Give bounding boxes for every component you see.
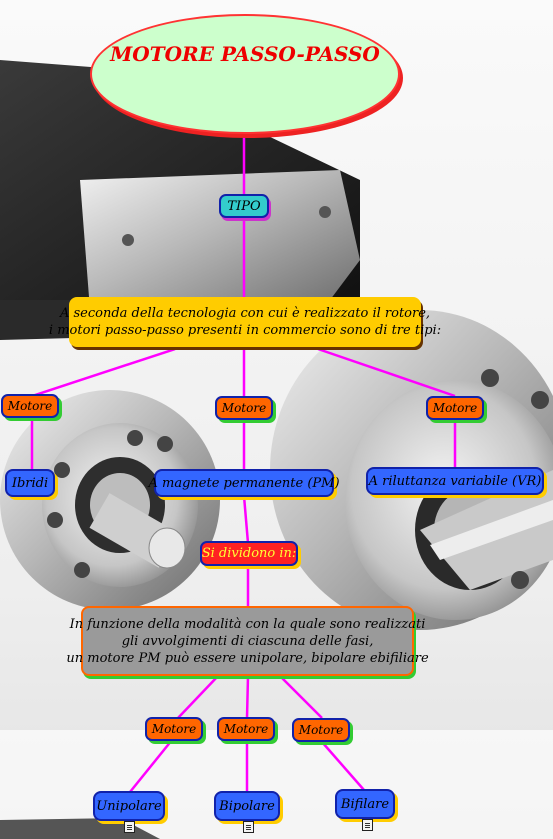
tipo-node[interactable]: TIPO (219, 194, 269, 218)
type-node-ibridi[interactable]: Ibridi (5, 469, 55, 497)
pm-description-line-2: gli avvolgimenti di ciascuna delle fasi, (121, 633, 374, 649)
link-motore-unipolare (129, 739, 173, 793)
document-icon-unipolare[interactable] (124, 821, 135, 833)
motore-node-ibridi[interactable]: Motore (1, 394, 59, 418)
link-desc-motore-left (31, 347, 176, 398)
subtype-node-bipolare[interactable]: Bipolare (214, 791, 280, 821)
motore-label: Motore (7, 399, 53, 413)
type-node-pm[interactable]: A magnete permanente (PM) (148, 469, 340, 497)
motore-label: Motore (223, 722, 269, 736)
subtype-node-bifilare[interactable]: Bifilare (335, 789, 395, 819)
subtype-node-unipolare[interactable]: Unipolare (93, 791, 165, 821)
title-text: MOTORE PASSO-PASSO (110, 42, 380, 66)
motore-label: Motore (221, 401, 267, 415)
type-pm-text: A magnete permanente (PM) (148, 475, 340, 491)
motore-label: Motore (432, 401, 478, 415)
divide-node[interactable]: Si dividono in: (200, 541, 298, 566)
subtype-unipolare-text: Unipolare (96, 798, 162, 814)
motore-node-bipolare[interactable]: Motore (217, 717, 275, 741)
types-description-node[interactable]: A seconda della tecnologia con cui è rea… (49, 297, 441, 347)
document-icon-bipolare[interactable] (243, 821, 254, 833)
link-motore-bifilare (321, 741, 365, 791)
subtype-bifilare-text: Bifilare (340, 796, 390, 812)
motore-node-vr[interactable]: Motore (426, 396, 484, 420)
divide-text: Si dividono in: (201, 546, 297, 561)
link-pm-divide (242, 495, 250, 544)
link-desc-motore-right (317, 347, 456, 398)
title-node[interactable]: MOTORE PASSO-PASSO (90, 14, 400, 134)
types-description-line-2: i motori passo-passo presenti in commerc… (48, 323, 442, 338)
document-icon-bifilare[interactable] (362, 819, 373, 831)
link-desc2-motore-center (245, 675, 250, 719)
subtype-bipolare-text: Bipolare (219, 798, 275, 814)
tipo-text: TIPO (227, 198, 261, 214)
type-vr-text: A riluttanza variabile (VR) (368, 473, 542, 489)
link-desc2-motore-left (177, 675, 219, 719)
type-ibridi-text: Ibridi (11, 475, 49, 491)
motore-label: Motore (298, 723, 344, 737)
motore-node-pm[interactable]: Motore (215, 396, 273, 420)
motore-label: Motore (151, 722, 197, 736)
types-description-line-1: A seconda della tecnologia con cui è rea… (59, 306, 431, 321)
pm-description-line-3: un motore PM può essere unipolare, bipol… (66, 650, 429, 666)
motore-node-unipolare[interactable]: Motore (145, 717, 203, 741)
link-desc2-motore-right (279, 675, 323, 719)
type-node-vr[interactable]: A riluttanza variabile (VR) (366, 467, 544, 495)
pm-description-node[interactable]: In funzione della modalità con la quale … (66, 606, 429, 676)
motore-node-bifilare[interactable]: Motore (292, 718, 350, 742)
pm-description-line-1: In funzione della modalità con la quale … (69, 616, 426, 632)
